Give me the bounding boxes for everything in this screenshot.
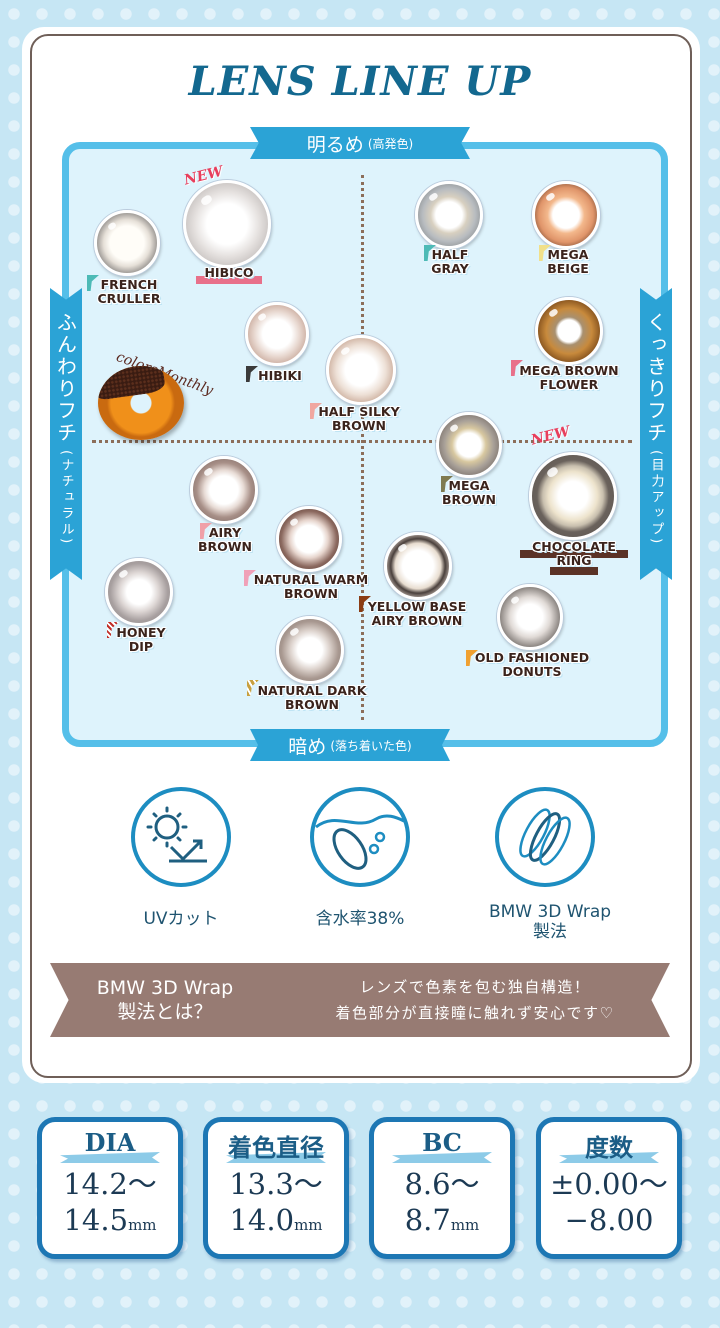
spec-value: 13.3～ 14.0mm bbox=[229, 1167, 323, 1237]
bmw-3d-wrap-icon bbox=[495, 787, 595, 887]
lens-image-half-silky-brown[interactable] bbox=[326, 335, 396, 405]
lens-image-natural-dark-brown[interactable] bbox=[276, 616, 344, 684]
feature-label-water-content: 含水率38% bbox=[315, 909, 405, 929]
label-highlight bbox=[550, 567, 598, 575]
vertical-axis-divider bbox=[361, 175, 364, 720]
lens-image-mega-brown[interactable] bbox=[436, 412, 502, 478]
spec-value: 8.6～ 8.7mm bbox=[404, 1167, 480, 1237]
spec-label: 着色直径 bbox=[228, 1133, 324, 1162]
axis-label-sharp-edge: くっきりフチ (目力アップ) bbox=[640, 288, 672, 580]
spec-value: ±0.00～ −8.00 bbox=[550, 1167, 668, 1237]
lens-image-half-gray[interactable] bbox=[415, 181, 483, 249]
lens-image-yellow-base-airy-brown[interactable] bbox=[384, 532, 452, 600]
water-content-icon bbox=[310, 787, 410, 887]
bmw-banner-description: レンズで色素を包む独自構造！着色部分が直接瞳に触れず安心です♡ bbox=[335, 978, 615, 1022]
lens-image-mega-brown-flower[interactable] bbox=[535, 297, 603, 365]
axis-label-dark: 暗め(落ち着いた色) bbox=[250, 729, 450, 761]
lens-image-hibico[interactable] bbox=[183, 180, 271, 268]
ribbon-decoration bbox=[60, 1152, 160, 1163]
page-title: LENS LINE UP bbox=[188, 58, 532, 105]
horizontal-axis-divider bbox=[92, 440, 632, 443]
axis-label-sub: (落ち着いた色) bbox=[330, 738, 412, 753]
axis-label-bright: 明るめ(高発色) bbox=[250, 127, 470, 159]
axis-label-sub: (ナチュラル) bbox=[58, 450, 74, 547]
lens-image-old-fashioned-donuts[interactable] bbox=[497, 584, 563, 650]
spec-card-power: 度数 ±0.00～ −8.00 bbox=[536, 1117, 682, 1259]
axis-label-sub: (目力アップ) bbox=[648, 450, 664, 547]
lens-label-hibico[interactable]: HIBICO bbox=[204, 265, 254, 280]
label-highlight bbox=[520, 550, 628, 558]
axis-label-soft-edge: ふんわりフチ (ナチュラル) bbox=[50, 288, 82, 580]
lens-image-hibiki[interactable] bbox=[245, 302, 309, 366]
spec-label: DIA bbox=[84, 1128, 136, 1157]
uv-cut-icon bbox=[131, 787, 231, 887]
axis-label-sub: (高発色) bbox=[367, 136, 414, 151]
ribbon-decoration bbox=[392, 1152, 492, 1163]
label-highlight bbox=[196, 276, 262, 284]
lens-image-french-cruller[interactable] bbox=[94, 210, 160, 276]
lens-image-airy-brown[interactable] bbox=[190, 456, 258, 524]
lens-image-natural-warm-brown[interactable] bbox=[276, 506, 342, 572]
spec-card-dia: DIA 14.2～ 14.5mm bbox=[37, 1117, 183, 1259]
spec-card-color-diameter: 着色直径 13.3～ 14.0mm bbox=[203, 1117, 349, 1259]
ribbon-decoration bbox=[559, 1152, 659, 1163]
lens-image-mega-beige[interactable] bbox=[532, 181, 600, 249]
ribbon-decoration bbox=[226, 1152, 326, 1163]
spec-label: 度数 bbox=[585, 1133, 633, 1162]
axis-label-main: くっきりフチ bbox=[643, 312, 668, 444]
spec-label: BC bbox=[422, 1128, 462, 1157]
lens-label-hibiki[interactable]: HIBIKI bbox=[258, 368, 302, 383]
axis-label-main: 暗め bbox=[288, 735, 327, 758]
axis-label-main: 明るめ bbox=[306, 133, 364, 156]
lens-image-honey-dip[interactable] bbox=[105, 558, 173, 626]
axis-label-main: ふんわりフチ bbox=[53, 312, 78, 444]
feature-label-uv-cut: UVカット bbox=[143, 909, 219, 929]
lens-image-chocolate-ring[interactable] bbox=[529, 452, 617, 540]
spec-value: 14.2～ 14.5mm bbox=[63, 1167, 157, 1237]
donut-image bbox=[98, 366, 184, 440]
spec-card-bc: BC 8.6～ 8.7mm bbox=[369, 1117, 515, 1259]
